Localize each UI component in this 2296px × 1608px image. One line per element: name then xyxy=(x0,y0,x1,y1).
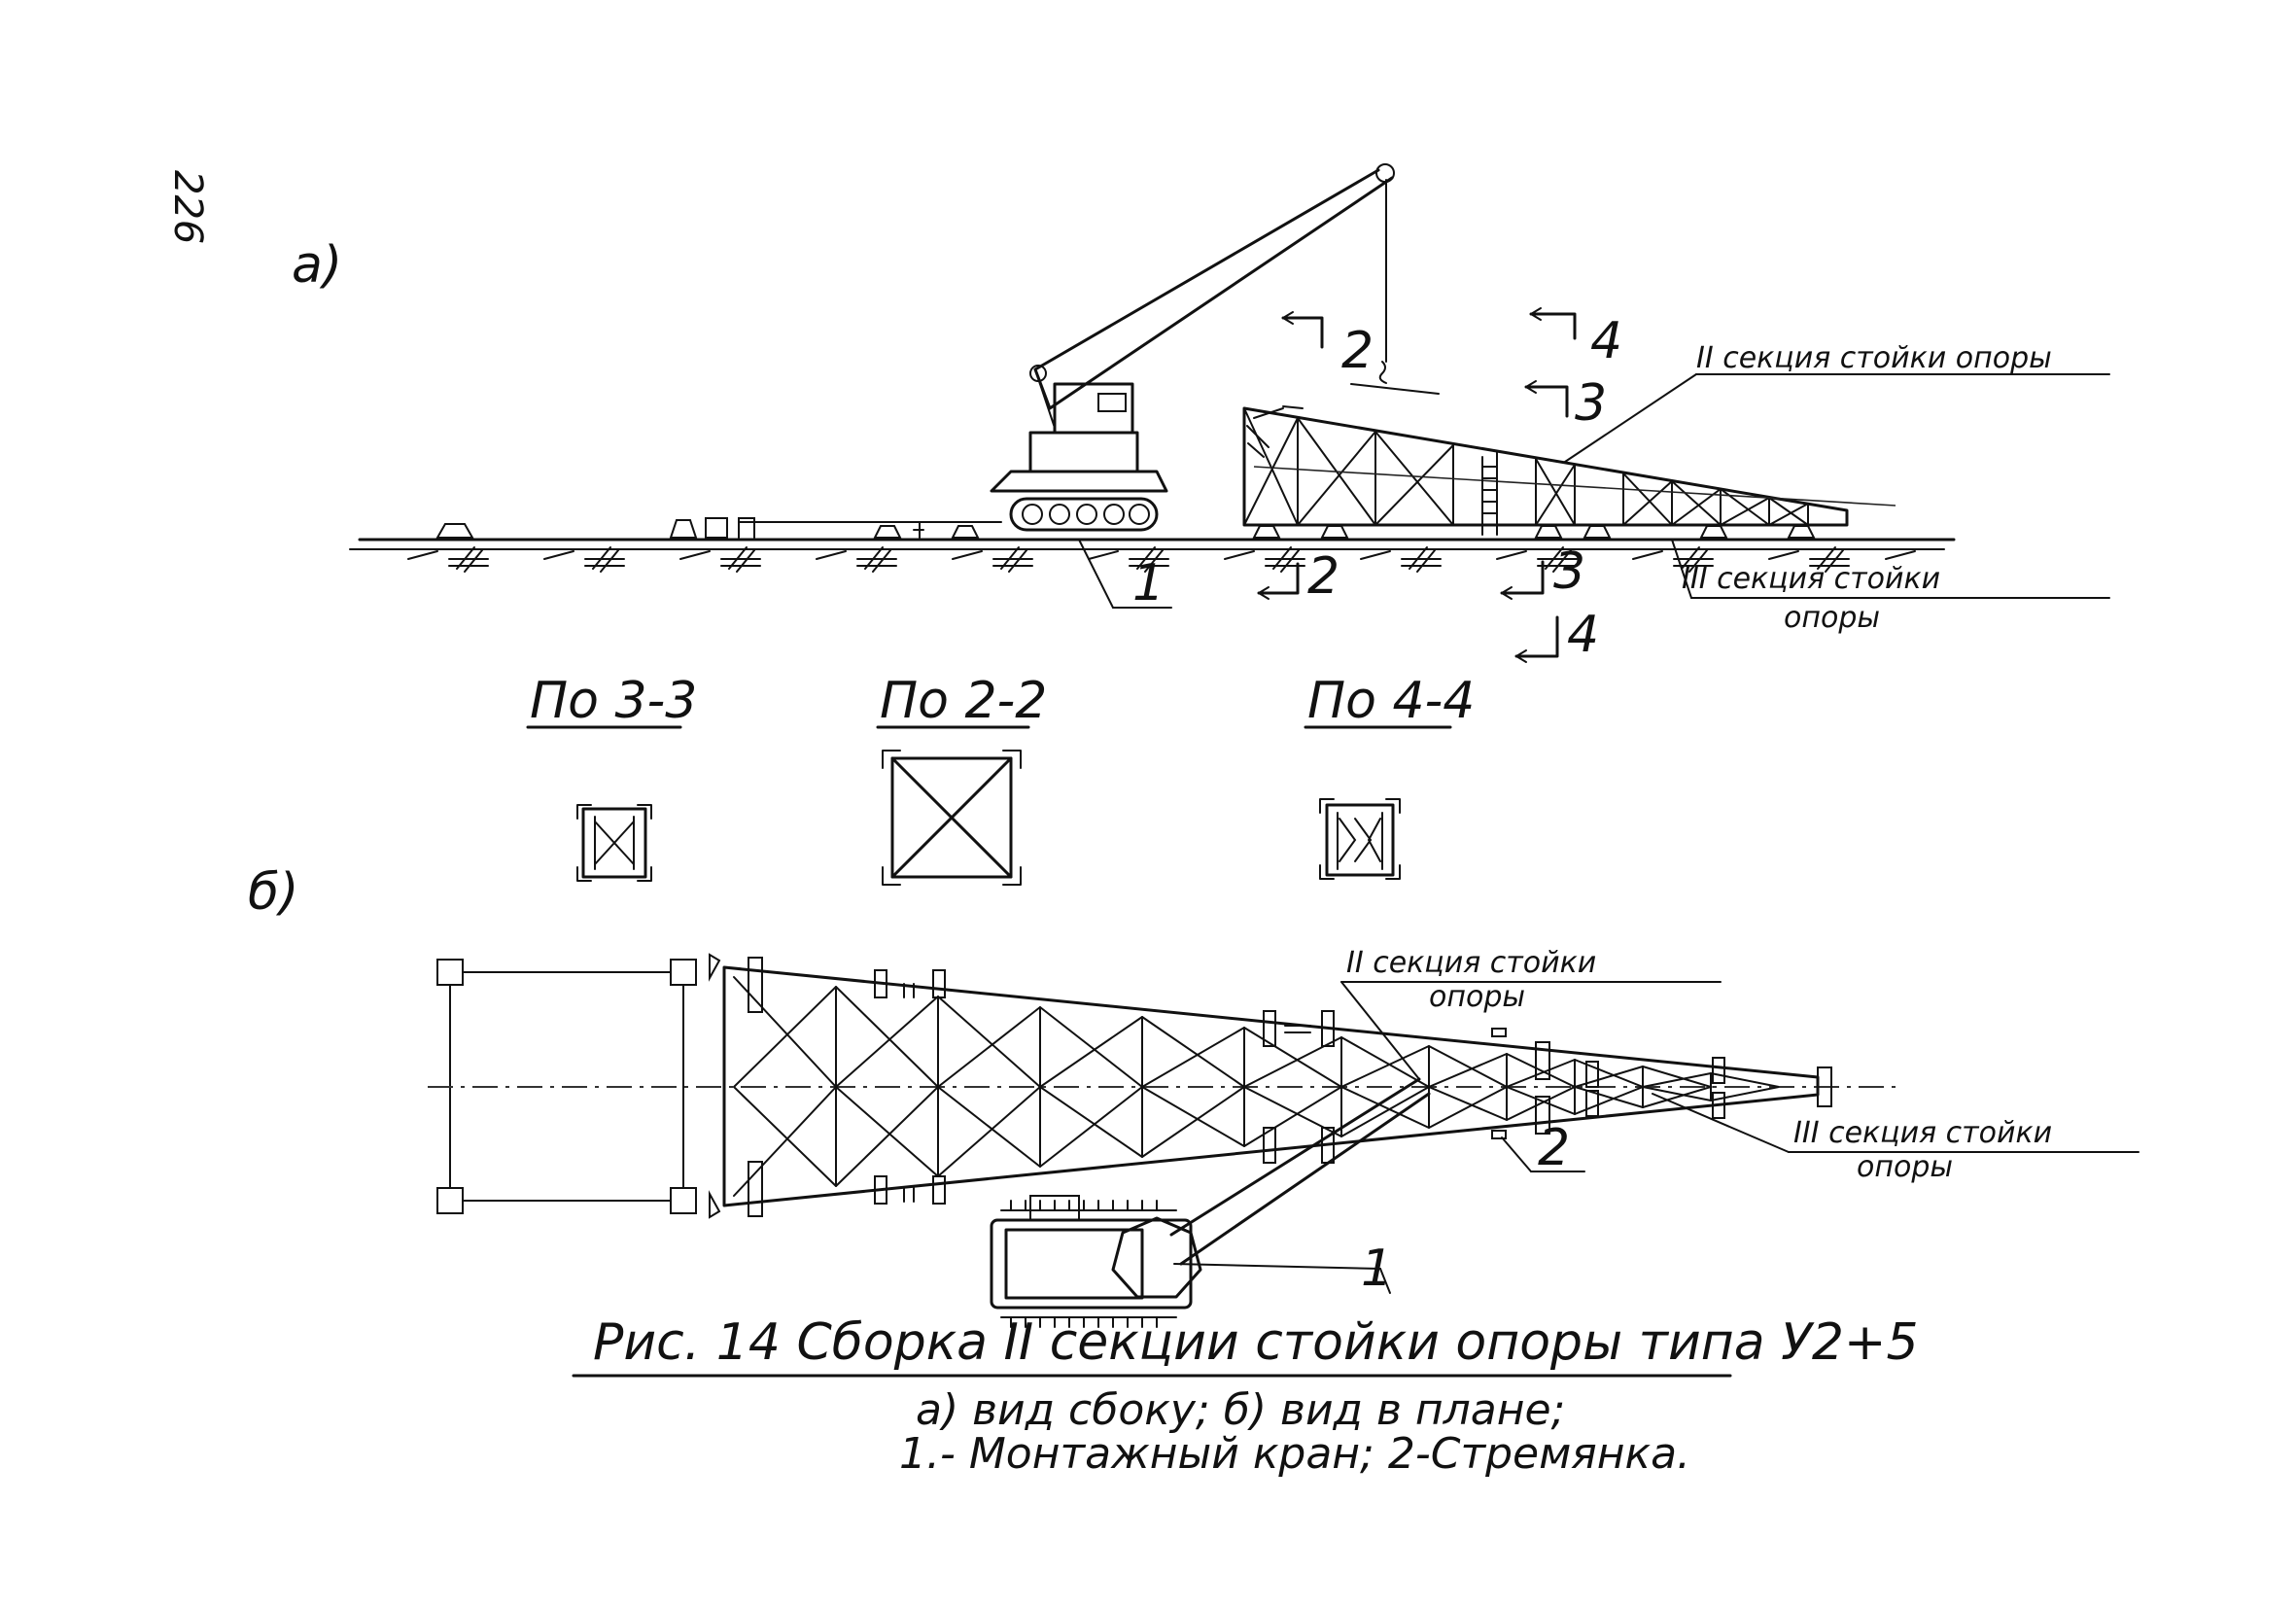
callout-sec3-side-line2: опоры xyxy=(1784,601,1880,635)
page-number: 226 xyxy=(165,170,210,244)
marker-4-bottom: 4 xyxy=(1567,606,1599,664)
caption-title: Рис. 14 Сборка II секции стойки опоры ти… xyxy=(593,1313,1919,1372)
tower-section-side xyxy=(1242,405,1896,536)
callout-sec3-plan-line2: опоры xyxy=(1857,1150,1953,1184)
callout-item1-plan: 1 xyxy=(1361,1240,1393,1298)
callout-sec3-side-line1: III секция стойки xyxy=(1682,562,1940,596)
figure-caption: Рис. 14 Сборка II секции стойки опоры ти… xyxy=(572,1313,1919,1479)
callouts-plan: II секция стойки опоры III секция стойки… xyxy=(1340,946,2139,1298)
caption-line1: а) вид сбоку; б) вид в плане; xyxy=(916,1385,1565,1435)
plan-view-label: б) xyxy=(248,863,298,922)
caption-line2: 1.- Монтажный кран; 2-Стремянка. xyxy=(899,1429,1690,1479)
crane-side xyxy=(990,163,1440,532)
section-2-2-shape xyxy=(882,750,1022,886)
ground-supports xyxy=(435,517,1816,539)
section-markers-side: 2 4 3 2 3 4 xyxy=(1257,307,1622,664)
cross-sections: По 3-3 По 2-2 По 4-4 xyxy=(526,672,1475,886)
marker-3-top: 3 xyxy=(1575,374,1607,433)
callout-sec2-side: II секция стойки опоры xyxy=(1696,341,2052,375)
section-3-3-title: По 3-3 xyxy=(530,672,697,730)
marker-2-bottom: 2 xyxy=(1307,547,1339,606)
ground xyxy=(349,538,1956,573)
marker-3-bottom: 3 xyxy=(1553,542,1585,601)
callout-sec3-plan-line1: III секция стойки xyxy=(1793,1116,2052,1150)
section-4-4-shape xyxy=(1319,798,1401,880)
callout-item2-plan: 2 xyxy=(1538,1119,1570,1177)
side-view-label: а) xyxy=(292,236,342,295)
section-3-3-shape xyxy=(576,804,652,882)
callout-sec2-plan-line2: опоры xyxy=(1429,980,1525,1014)
section-2-2-title: По 2-2 xyxy=(880,672,1047,730)
marker-4-top: 4 xyxy=(1590,312,1622,370)
marker-2-top: 2 xyxy=(1341,322,1374,380)
callouts-side: II секция стойки опоры III секция стойки… xyxy=(1078,341,2110,635)
tower-section-plan xyxy=(428,953,1896,1219)
crane-plan xyxy=(990,1077,1431,1328)
callout-item1-side: 1 xyxy=(1132,554,1165,612)
section-4-4-title: По 4-4 xyxy=(1307,672,1475,730)
callout-sec2-plan-line1: II секция стойки xyxy=(1346,946,1596,980)
